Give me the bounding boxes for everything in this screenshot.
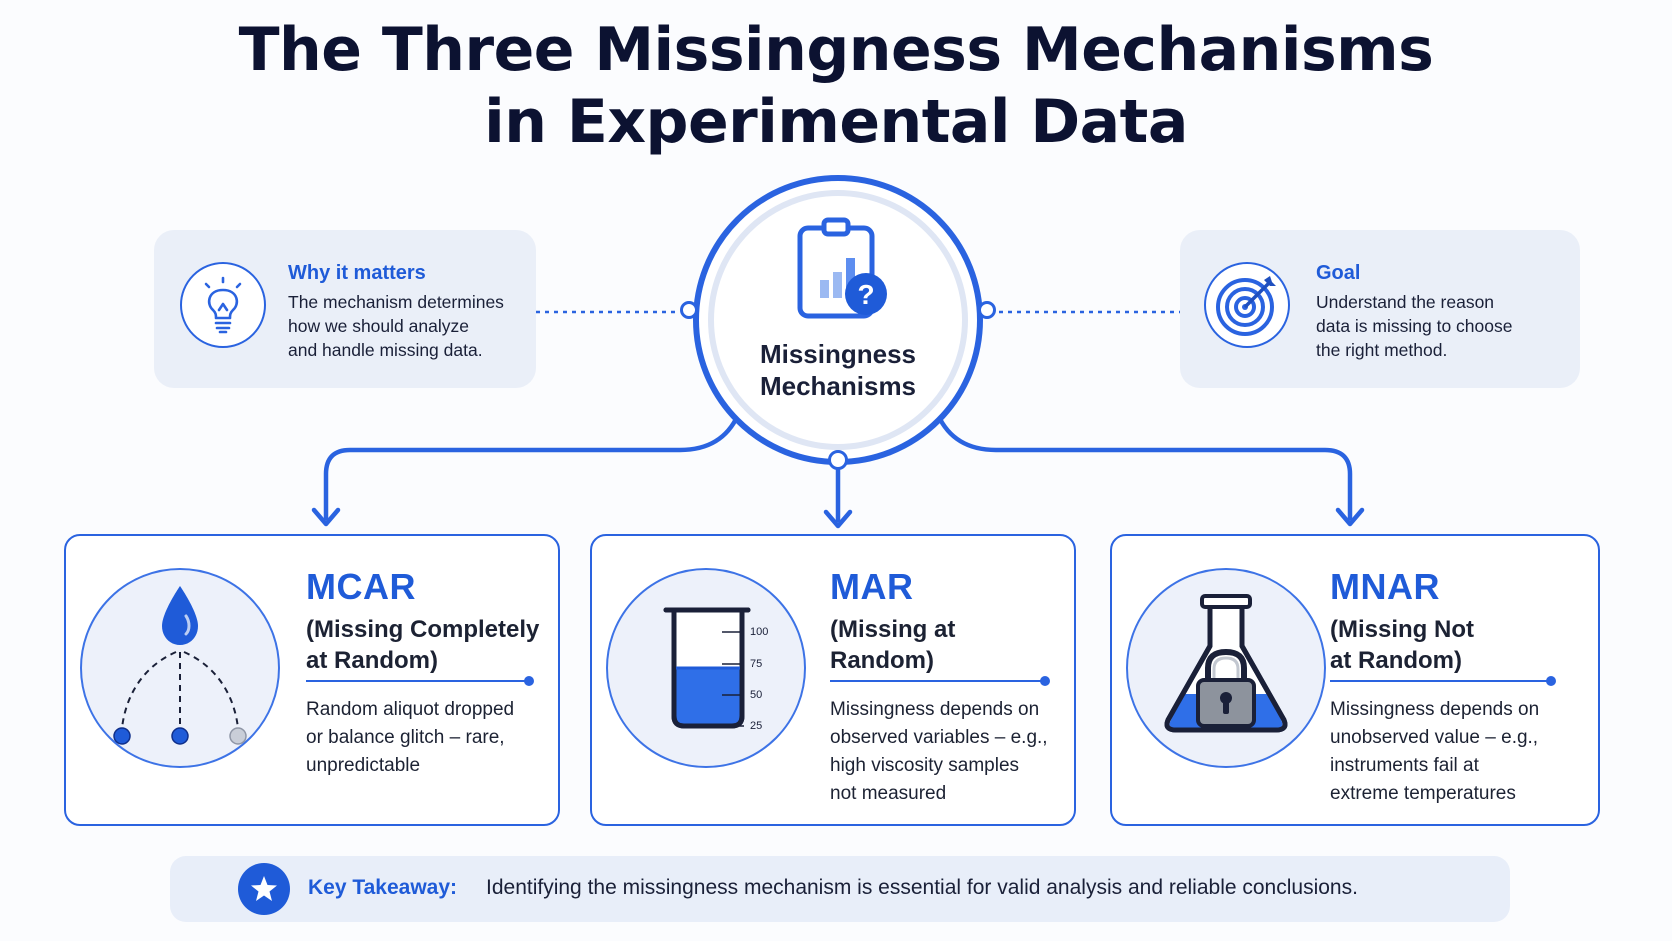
mar-description: Missingness depends on observed variable… — [830, 699, 1048, 804]
mnar-full-name: (Missing Not at Random) — [1330, 616, 1474, 674]
hub-node-bottom — [828, 450, 848, 470]
svg-text:?: ? — [857, 279, 874, 310]
star-icon — [238, 863, 290, 915]
mcar-full-name: (Missing Completely at Random) — [306, 616, 540, 674]
goal-title: Goal — [1316, 262, 1361, 284]
mar-full-name: (Missing at Random) — [830, 616, 956, 674]
mcar-divider — [306, 680, 528, 682]
beaker-tick-50: 50 — [750, 689, 763, 701]
target-icon — [1204, 262, 1290, 348]
center-label-line-1: Missingness — [759, 339, 917, 369]
takeaway-label: Key Takeaway: — [308, 876, 458, 899]
clipboard-chart-question-icon: ? — [797, 217, 887, 319]
lightbulb-icon — [180, 262, 266, 348]
mcar-divider-dot — [524, 676, 534, 686]
why-it-matters-card: Why it matters The mechanism determines … — [154, 230, 536, 388]
goal-card: Goal Understand the reason data is missi… — [1180, 230, 1580, 388]
hub-node-right — [978, 301, 996, 319]
mcar-card: MCAR (Missing Completely at Random) Rand… — [64, 534, 560, 826]
title-line-1: The Three Missingness Mechanisms — [238, 15, 1434, 85]
droplet-branch-icon — [80, 568, 280, 768]
page-title: The Three Missingness Mechanisms in Expe… — [0, 14, 1672, 158]
mcar-abbr: MCAR — [306, 566, 416, 607]
mnar-description: Missingness depends on unobserved value … — [1330, 699, 1540, 804]
beaker-tick-100: 100 — [750, 626, 769, 638]
goal-text: Understand the reason data is missing to… — [1316, 292, 1513, 360]
key-takeaway-banner: Key Takeaway: Identifying the missingnes… — [170, 856, 1510, 922]
center-label: Missingness Mechanisms — [688, 338, 988, 402]
hub-ring — [693, 175, 983, 465]
flask-lock-icon — [1126, 568, 1326, 768]
mnar-card: MNAR (Missing Not at Random) Missingness… — [1110, 534, 1600, 826]
center-hub: ? Missingness Mechanisms — [680, 170, 996, 470]
beaker-tick-75: 75 — [750, 658, 763, 670]
mar-abbr: MAR — [830, 566, 914, 607]
why-title: Why it matters — [288, 262, 426, 284]
mcar-description: Random aliquot dropped or balance glitch… — [306, 699, 515, 776]
mar-divider-dot — [1040, 676, 1050, 686]
takeaway-text: Identifying the missingness mechanism is… — [486, 876, 1358, 899]
why-text: The mechanism determines how we should a… — [288, 292, 504, 360]
mnar-divider — [1330, 680, 1550, 682]
hub-node-left — [680, 301, 698, 319]
beaker-tick-25: 25 — [750, 720, 763, 732]
mar-divider — [830, 680, 1044, 682]
mar-card: 100 75 50 25 MAR (Missing at Random) Mis… — [590, 534, 1076, 826]
center-label-line-2: Mechanisms — [759, 371, 917, 401]
mnar-divider-dot — [1546, 676, 1556, 686]
title-line-2: in Experimental Data — [484, 87, 1188, 157]
beaker-icon: 100 75 50 25 — [606, 568, 806, 768]
mnar-abbr: MNAR — [1330, 566, 1440, 607]
